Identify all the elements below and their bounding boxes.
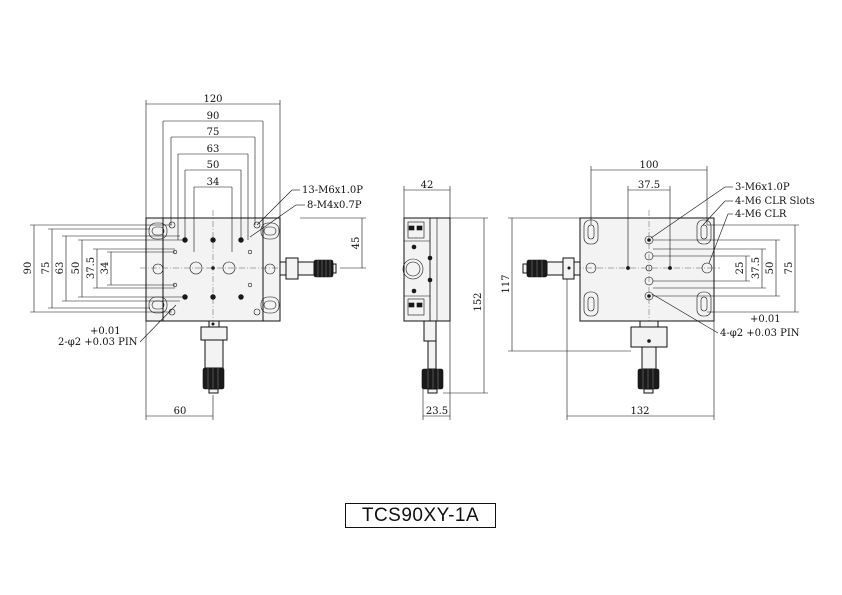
callout-4-m6-slots: 4-M6 CLR Slots — [735, 196, 815, 207]
dim-height-63: 63 — [55, 262, 66, 275]
dim-right-45: 45 — [351, 237, 362, 250]
bottom-pin-label: 4-φ2 +0.03 PIN — [720, 328, 800, 339]
callout-3-m6: 3-M6x1.0P — [735, 182, 790, 193]
bottom-dim-75: 75 — [784, 262, 795, 275]
dim-height-90: 90 — [23, 262, 34, 275]
dim-height-34: 34 — [100, 262, 111, 275]
model-title: TCS90XY-1A — [345, 503, 496, 528]
bottom-dim-50: 50 — [765, 262, 776, 275]
bottom-dim-100: 100 — [639, 160, 658, 171]
mounting-slot-icon — [148, 222, 280, 314]
side-view: 42 152 23.5 — [402, 180, 488, 420]
dim-bottom-60: 60 — [174, 406, 187, 417]
dim-height-75: 75 — [41, 262, 52, 275]
dim-height-50: 50 — [71, 262, 82, 275]
bottom-dim-37-5: 37.5 — [638, 180, 660, 191]
bottom-pin-tolerance: +0.01 — [750, 314, 781, 325]
adjustment-knob-icon — [522, 257, 581, 280]
dim-height-37-5: 37.5 — [86, 257, 97, 279]
bottom-dim-117: 117 — [501, 274, 512, 293]
bottom-base-plate — [579, 217, 715, 322]
mounting-slot-icon — [583, 219, 712, 317]
top-height-dimensions — [30, 224, 185, 313]
top-pin-label: 2-φ2 +0.03 PIN — [58, 337, 138, 348]
top-width-dimensions — [145, 100, 281, 252]
dim-width-120: 120 — [203, 94, 222, 105]
dim-width-90: 90 — [207, 111, 220, 122]
bottom-dim-132: 132 — [630, 406, 649, 417]
adjustment-knob-icon — [630, 320, 668, 394]
side-dim-23-5: 23.5 — [426, 406, 448, 417]
adjustment-knob-icon — [200, 320, 228, 394]
dim-width-34: 34 — [207, 177, 220, 188]
dim-width-50: 50 — [207, 160, 220, 171]
callout-8-m4: 8-M4x0.7P — [307, 200, 362, 211]
adjustment-knob-icon — [279, 257, 337, 280]
top-view: 120 90 75 63 50 34 90 75 6 — [23, 94, 366, 420]
bottom-dim-37-5-right: 37.5 — [751, 257, 762, 279]
bottom-view: 100 37.5 117 132 25 37.5 50 75 — [501, 160, 815, 420]
side-dim-152: 152 — [473, 292, 484, 311]
callout-4-m6-clr: 4-M6 CLR — [735, 209, 787, 220]
top-pin-tolerance: +0.01 — [90, 326, 121, 337]
callout-13-m6: 13-M6x1.0P — [302, 185, 363, 196]
side-dim-42: 42 — [421, 180, 434, 191]
dim-width-63: 63 — [207, 144, 220, 155]
dim-width-75: 75 — [207, 127, 220, 138]
adjustment-knob-icon — [421, 320, 444, 394]
bottom-dim-25: 25 — [735, 262, 746, 275]
